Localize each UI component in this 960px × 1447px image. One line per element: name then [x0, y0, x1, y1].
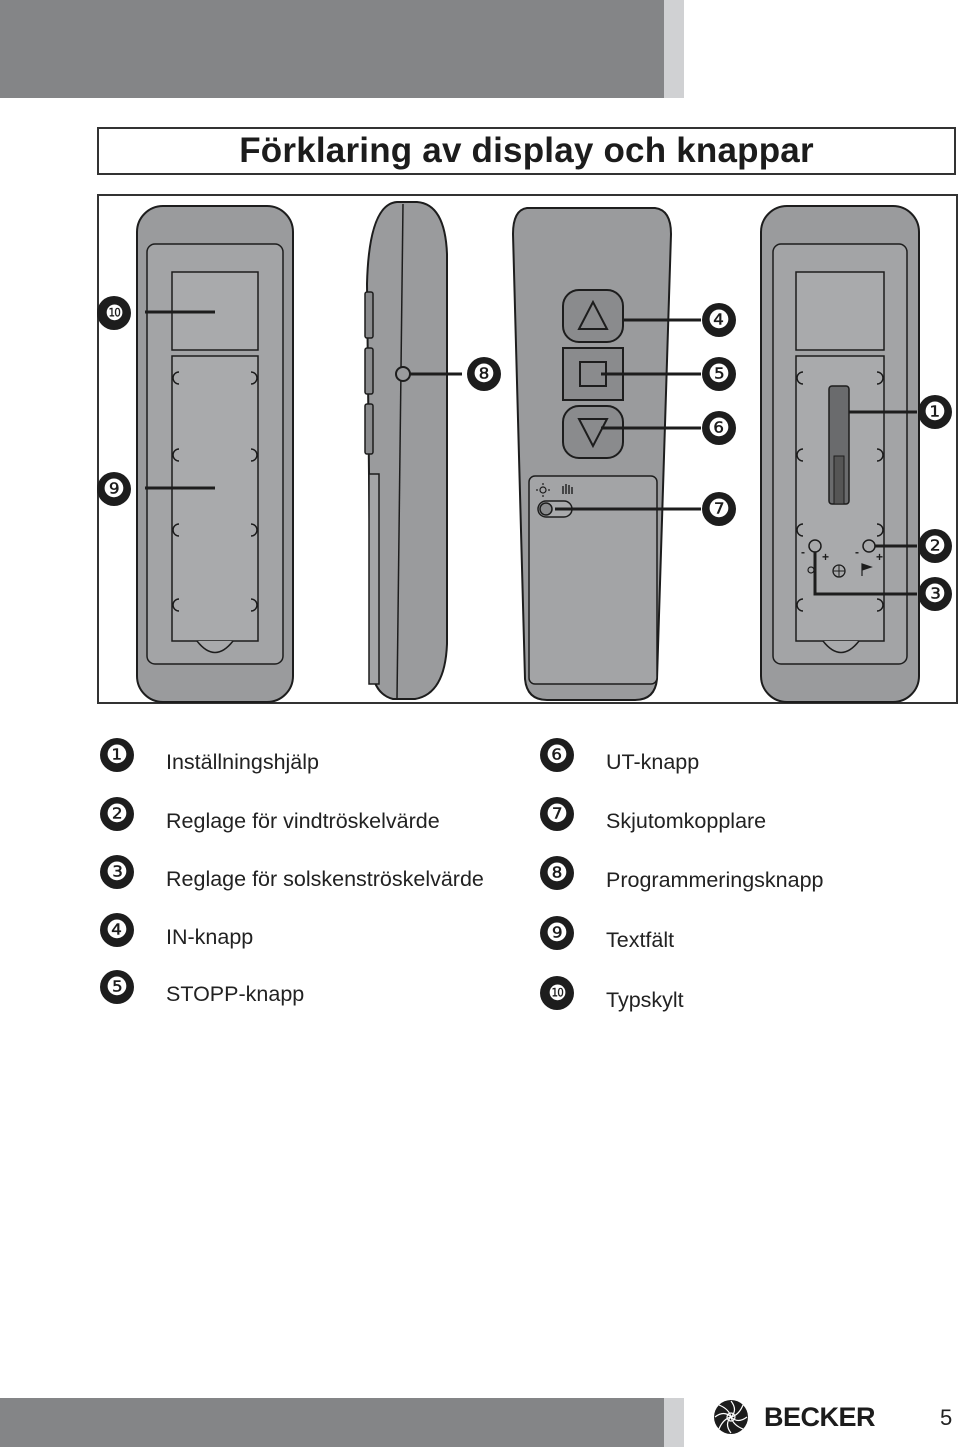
remote-back-open-view: - + - + — [760, 205, 920, 703]
callout-6: ❻ — [702, 411, 736, 445]
legend-item: ❺ STOPP-knapp — [100, 970, 304, 1006]
legend-number: ❻ — [540, 738, 574, 772]
title-box: Förklaring av display och knappar — [97, 127, 956, 175]
header-bar — [0, 0, 664, 98]
text-field — [171, 355, 259, 642]
callout-2: ❷ — [918, 529, 952, 563]
out-button — [562, 405, 624, 459]
in-button — [562, 289, 624, 343]
legend-text: Programmeringsknapp — [606, 868, 824, 892]
remote-back-view — [136, 205, 294, 703]
callout-3: ❸ — [918, 577, 952, 611]
legend-number: ❼ — [540, 797, 574, 831]
legend-text: Inställningshjälp — [166, 750, 319, 774]
legend-item: ❾ Textfält — [540, 916, 674, 952]
legend-number: ❺ — [100, 970, 134, 1004]
page-title: Förklaring av display och knappar — [239, 131, 814, 170]
svg-text:-: - — [855, 545, 859, 559]
legend-number: ❿ — [540, 976, 574, 1010]
callout-7: ❼ — [702, 492, 736, 526]
remote-control-figure: - + - + — [97, 194, 958, 704]
legend-number: ❾ — [540, 916, 574, 950]
svg-text:+: + — [822, 550, 829, 564]
remote-front-view — [511, 207, 701, 701]
legend-item: ❽ Programmeringsknapp — [540, 856, 824, 892]
legend-item: ❸ Reglage för solskenströskelvärde — [100, 855, 484, 891]
legend-number: ❹ — [100, 913, 134, 947]
legend-number: ❶ — [100, 738, 134, 772]
legend-item: ❿ Typskylt — [540, 976, 684, 1012]
legend-text: Skjutomkopplare — [606, 809, 767, 833]
legend-item: ❹ IN-knapp — [100, 913, 253, 949]
legend-number: ❸ — [100, 855, 134, 889]
header-bar-accent — [664, 0, 684, 98]
legend-number: ❽ — [540, 856, 574, 890]
hand-icon — [562, 484, 573, 494]
legend-text: UT-knapp — [606, 750, 700, 774]
svg-text:-: - — [801, 545, 805, 559]
legend-item: ❶ Inställningshjälp — [100, 738, 319, 774]
sun-icon — [536, 483, 550, 497]
callout-10: ❿ — [97, 296, 131, 330]
legend-item: ❻ UT-knapp — [540, 738, 699, 774]
becker-emblem-icon — [714, 1400, 748, 1434]
programming-button — [395, 366, 411, 382]
remote-side-view — [364, 201, 462, 700]
footer-bar — [0, 1398, 664, 1447]
legend-text: Reglage för solskenströskelvärde — [166, 867, 484, 891]
legend-text: Reglage för vindtröskelvärde — [166, 809, 440, 833]
up-triangle-icon — [577, 299, 609, 330]
legend-number: ❷ — [100, 797, 134, 831]
callout-8: ❽ — [467, 357, 501, 391]
legend-text: Typskylt — [606, 988, 684, 1012]
legend-text: STOPP-knapp — [166, 982, 305, 1006]
legend-text: Textfält — [606, 928, 675, 952]
callout-9: ❾ — [97, 472, 131, 506]
callout-1: ❶ — [918, 395, 952, 429]
brand-name: BECKER — [764, 1401, 876, 1432]
legend-item: ❷ Reglage för vindtröskelvärde — [100, 797, 440, 833]
legend-text: IN-knapp — [166, 925, 254, 949]
brand-logo: BECKER — [712, 1397, 876, 1437]
down-triangle-icon — [577, 418, 609, 449]
callout-5: ❺ — [702, 357, 736, 391]
callout-4: ❹ — [702, 303, 736, 337]
flag-icon — [861, 563, 873, 576]
footer-bar-accent — [664, 1398, 684, 1447]
legend-item: ❼ Skjutomkopplare — [540, 797, 766, 833]
svg-text:+: + — [876, 550, 883, 564]
page-number: 5 — [940, 1405, 953, 1430]
